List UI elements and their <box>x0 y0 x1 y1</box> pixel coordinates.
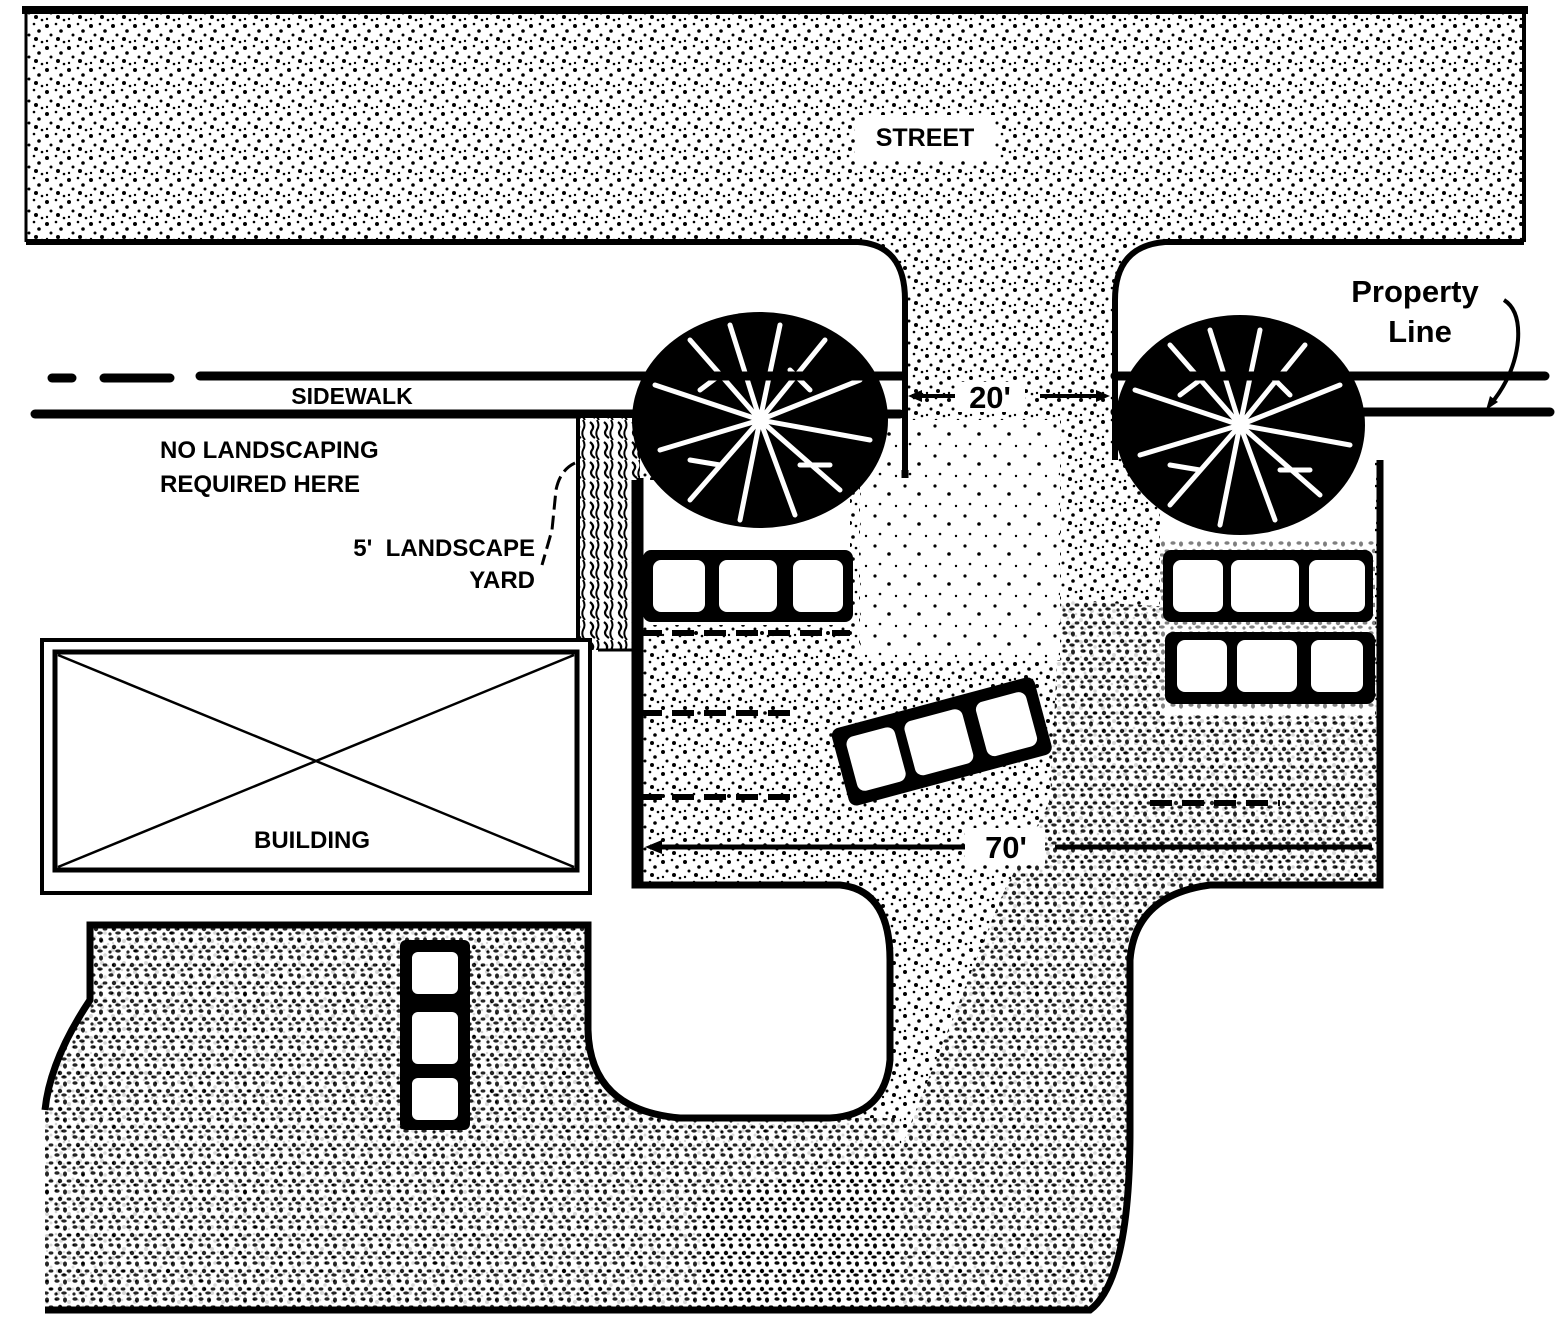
lot-width-label: 70' <box>985 830 1027 865</box>
car-icon <box>1165 632 1375 704</box>
property-line-label-1: Property <box>1351 274 1479 309</box>
sidewalk-label: SIDEWALK <box>291 383 413 409</box>
property-line-label-2: Line <box>1388 314 1452 349</box>
no-landscaping-label-2: REQUIRED HERE <box>160 471 360 498</box>
building-label: BUILDING <box>254 827 370 854</box>
driveway-width-label: 20' <box>969 380 1011 415</box>
street-label: STREET <box>876 124 975 152</box>
dimension-20ft <box>908 382 1110 412</box>
dimension-70ft <box>645 828 1372 864</box>
parking-lot-outline <box>41 460 1384 1314</box>
landscape-yard-label-2: YARD <box>469 567 535 594</box>
street <box>22 6 1528 242</box>
tree-icon <box>1115 315 1365 535</box>
car-icon <box>400 940 470 1130</box>
car-icon <box>1163 550 1373 622</box>
tree-icon <box>632 312 888 528</box>
driveway-curbs <box>26 239 1524 470</box>
car-icon <box>831 677 1052 806</box>
landscape-yard-leader <box>540 461 576 566</box>
landscape-yard-strip <box>576 418 640 652</box>
no-landscaping-label-1: NO LANDSCAPING <box>160 437 379 464</box>
landscape-yard-label-1: 5' LANDSCAPE <box>353 535 535 562</box>
building <box>40 638 592 895</box>
property-line-leader <box>1488 298 1521 407</box>
car-icon <box>643 550 853 622</box>
paved-area <box>45 242 1380 1310</box>
